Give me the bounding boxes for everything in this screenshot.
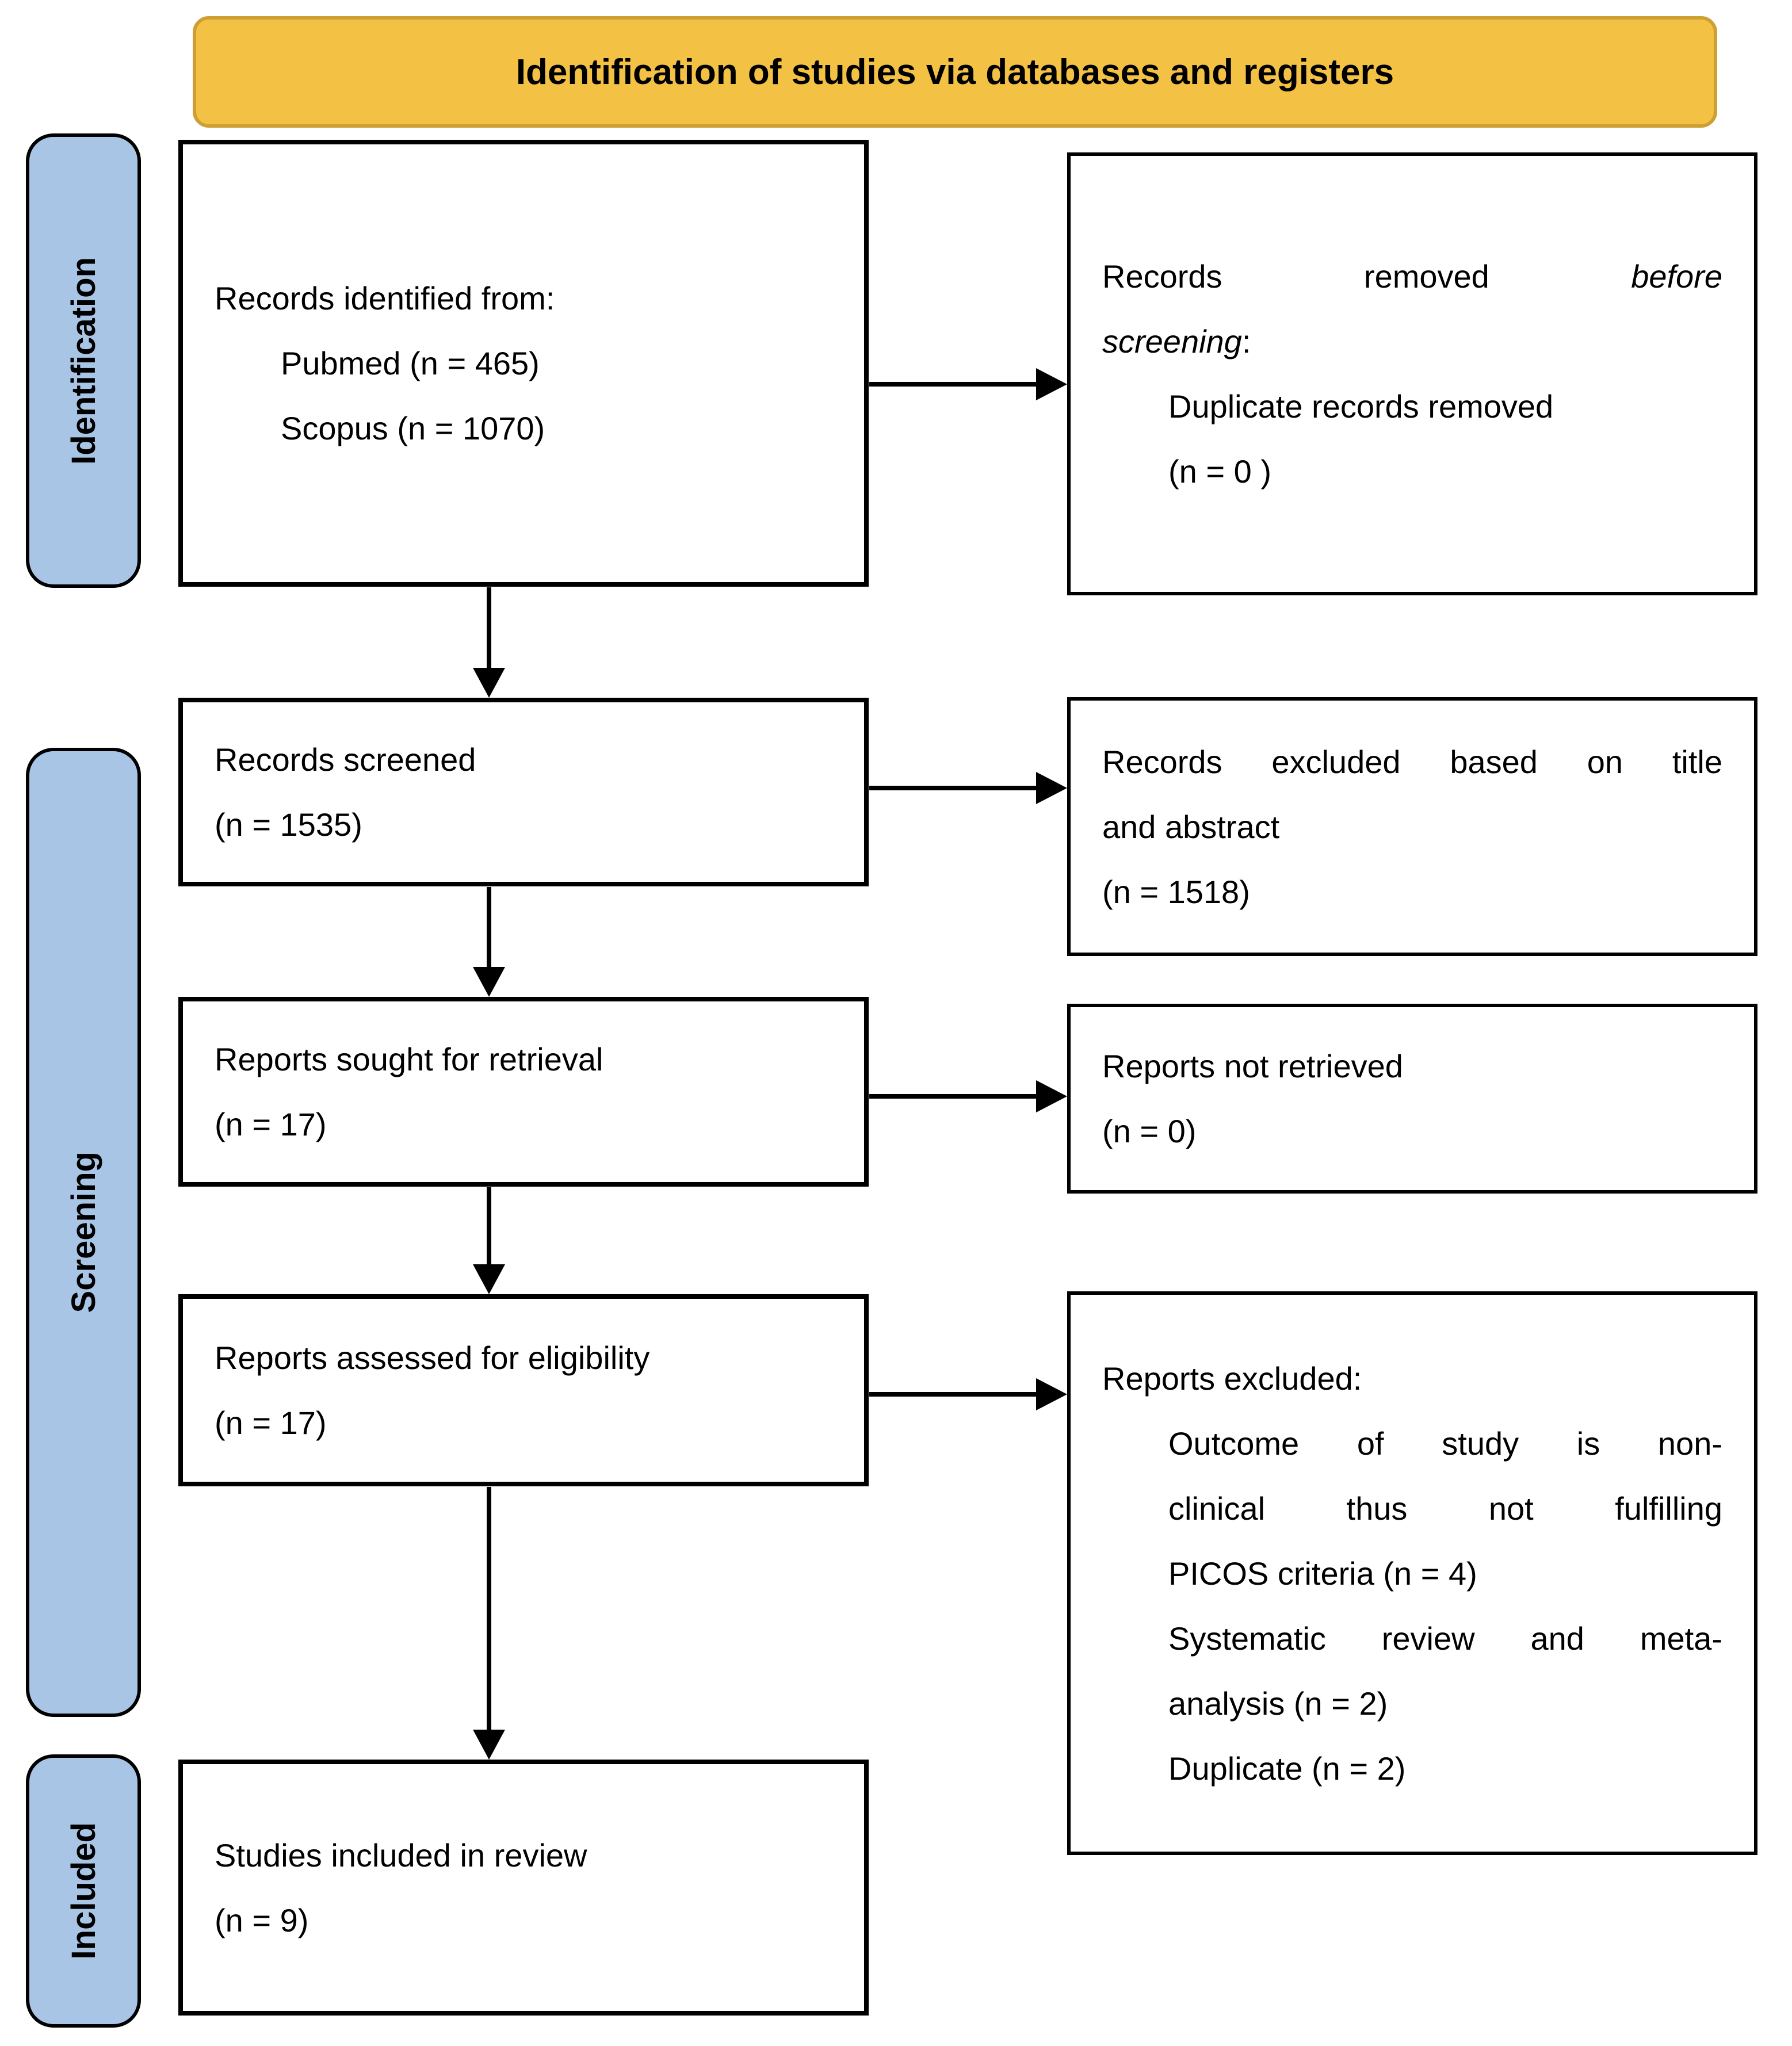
arrow-line: [869, 382, 1036, 387]
sidebar-phase-included: Included: [26, 1754, 141, 2028]
box-text-line: Reports not retrieved: [1102, 1048, 1403, 1084]
sidebar-phase-screening-label: Screening: [64, 1152, 102, 1313]
arrowhead-right-icon: [1036, 772, 1067, 804]
arrowhead-right-icon: [1036, 368, 1067, 400]
box-text-line: screening:: [1102, 309, 1722, 374]
header-banner: Identification of studies via databases …: [193, 16, 1717, 128]
box-text-line: Records removed before: [1102, 244, 1722, 309]
box-text-segment-italic: screening: [1102, 323, 1242, 360]
box-text-segment: Records removed: [1102, 258, 1489, 295]
arrow-line: [487, 1187, 491, 1265]
box-reports-not-retrieved: Reports not retrieved (n = 0): [1067, 1004, 1757, 1194]
box-text-line: Reports assessed for eligibility: [215, 1340, 650, 1376]
arrowhead-down-icon: [473, 967, 505, 997]
arrow-line: [487, 587, 491, 669]
box-text-segment: :: [1241, 323, 1251, 360]
arrow-line: [869, 1094, 1036, 1099]
box-text-line: Duplicate (n = 2): [1168, 1750, 1406, 1787]
box-text-line: Scopus (n = 1070): [281, 410, 545, 446]
box-text-line: Reports sought for retrieval: [215, 1041, 603, 1077]
box-records-removed: Records removed before screening: Duplic…: [1067, 152, 1757, 595]
arrow-line: [869, 786, 1036, 790]
box-text-line: clinical thus not fulfilling: [1168, 1490, 1722, 1527]
box-records-screened: Records screened (n = 1535): [178, 698, 869, 886]
box-text-line: (n = 1535): [215, 806, 362, 843]
arrow-line: [487, 887, 491, 967]
box-text-line: (n = 1518): [1102, 873, 1250, 910]
box-reports-assessed: Reports assessed for eligibility (n = 17…: [178, 1294, 869, 1486]
box-records-excluded: Records excluded based on title and abst…: [1067, 697, 1757, 956]
arrowhead-down-icon: [473, 668, 505, 698]
box-text-line: Reports excluded:: [1102, 1360, 1362, 1397]
box-text-line: analysis (n = 2): [1168, 1685, 1388, 1722]
box-reports-sought: Reports sought for retrieval (n = 17): [178, 997, 869, 1187]
box-text-line: Systematic review and meta-: [1168, 1620, 1722, 1657]
box-text-line: Duplicate records removed: [1168, 388, 1554, 425]
box-text-line: (n = 17): [215, 1106, 327, 1142]
box-records-identified: Records identified from: Pubmed (n = 465…: [178, 140, 869, 587]
arrow-line: [869, 1392, 1036, 1397]
box-text-line: (n = 9): [215, 1902, 309, 1938]
box-text-line: Pubmed (n = 465): [281, 345, 540, 381]
box-studies-included: Studies included in review (n = 9): [178, 1760, 869, 2016]
box-text-line: Outcome of study is non-: [1168, 1425, 1722, 1462]
box-text-line: Records excluded based on title: [1102, 743, 1722, 780]
sidebar-phase-identification-label: Identification: [64, 257, 102, 465]
box-text-line: PICOS criteria (n = 4): [1168, 1555, 1477, 1592]
arrow-line: [487, 1487, 491, 1731]
box-text-line: (n = 17): [215, 1405, 327, 1441]
box-text-line: Records screened: [215, 741, 476, 778]
arrowhead-down-icon: [473, 1730, 505, 1760]
box-text-line: Records identified from:: [215, 280, 555, 316]
arrowhead-down-icon: [473, 1264, 505, 1294]
box-text-line: (n = 0): [1102, 1113, 1197, 1149]
header-title: Identification of studies via databases …: [515, 52, 1394, 92]
sidebar-phase-screening: Screening: [26, 748, 141, 1717]
box-text-line: Studies included in review: [215, 1837, 587, 1873]
sidebar-phase-identification: Identification: [26, 133, 141, 588]
box-text-line: (n = 0 ): [1168, 453, 1271, 489]
box-text-segment-italic: before: [1631, 258, 1722, 295]
arrowhead-right-icon: [1036, 1080, 1067, 1112]
box-reports-excluded: Reports excluded: Outcome of study is no…: [1067, 1291, 1757, 1855]
box-text-line: and abstract: [1102, 808, 1280, 845]
sidebar-phase-included-label: Included: [64, 1822, 102, 1960]
arrowhead-right-icon: [1036, 1378, 1067, 1410]
